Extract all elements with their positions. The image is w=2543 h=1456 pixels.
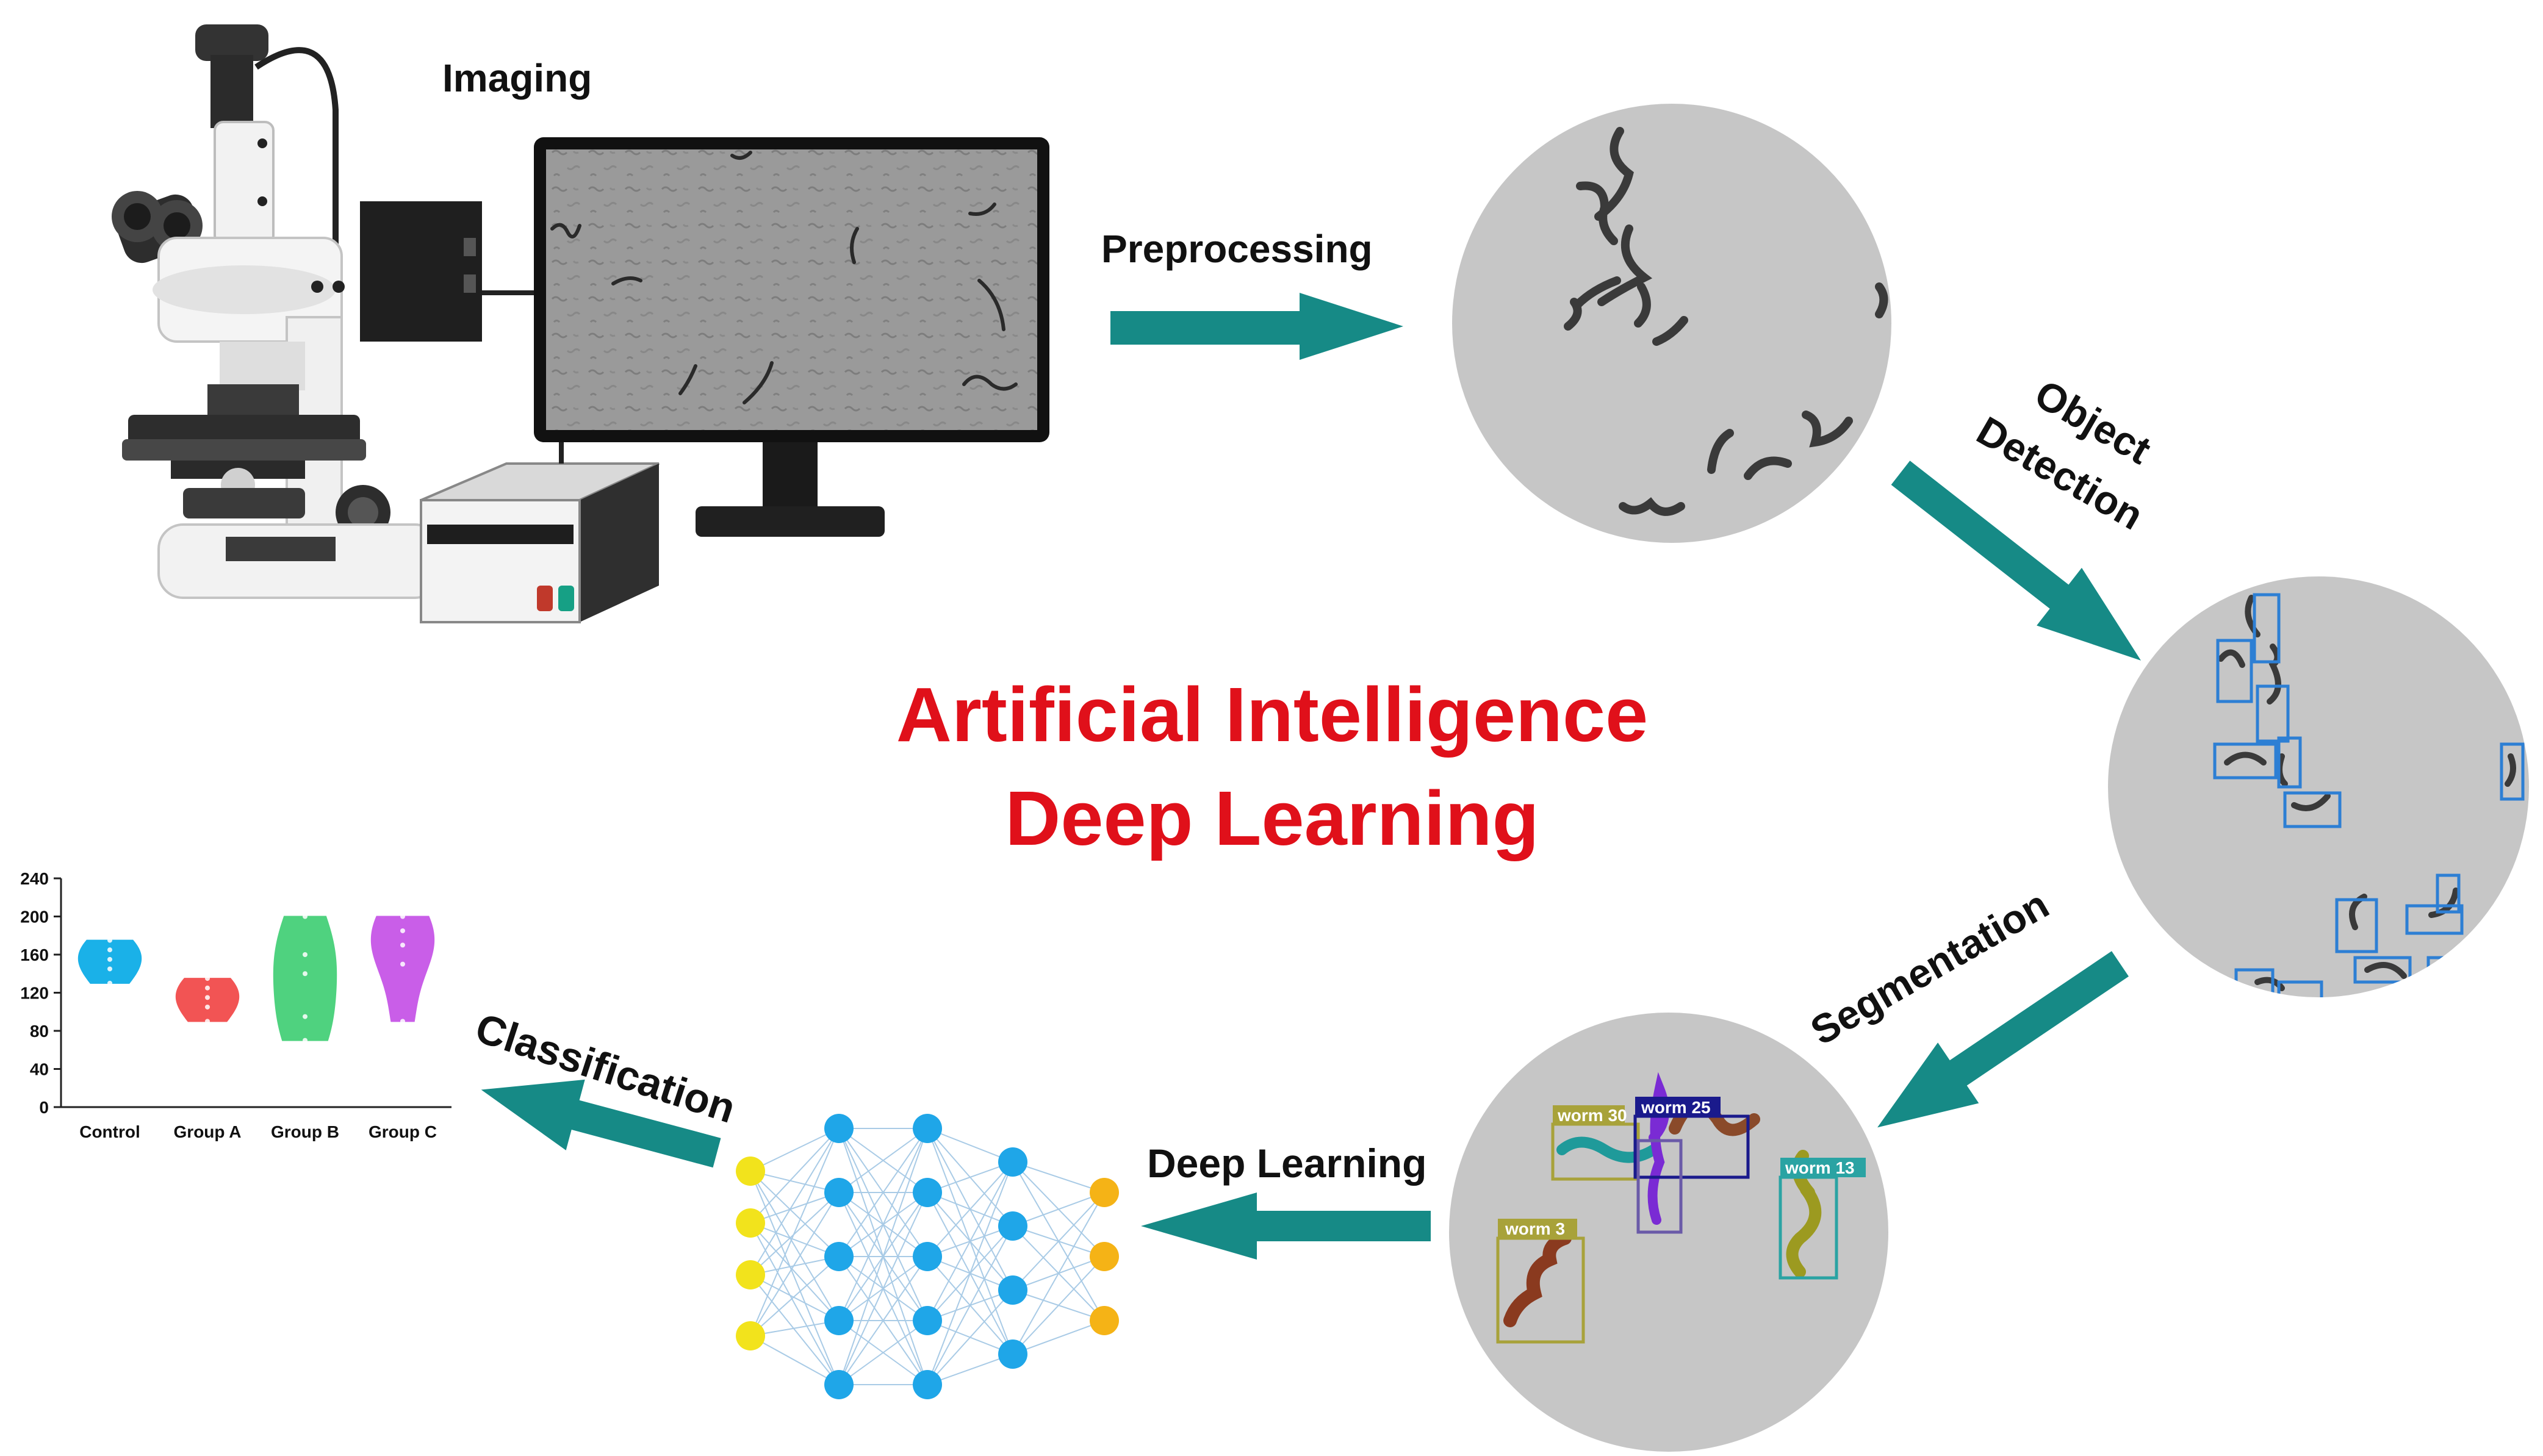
chart-ytick-label-40: 40 xyxy=(30,1060,49,1079)
monitor-icon xyxy=(534,137,1049,537)
nn-node-1-4 xyxy=(824,1370,854,1399)
nn-node-0-0 xyxy=(736,1157,765,1186)
nn-node-3-0 xyxy=(998,1147,1027,1177)
seg-tag-worm-13: worm 13 xyxy=(1785,1158,1855,1177)
violin-point-2-3 xyxy=(303,952,308,957)
nn-node-2-4 xyxy=(913,1370,942,1399)
violin-point-0-1 xyxy=(107,966,112,972)
nn-node-2-0 xyxy=(913,1114,942,1143)
chart-xtick-label-2: Group B xyxy=(271,1122,339,1141)
nn-node-1-1 xyxy=(824,1178,854,1207)
nn-node-4-2 xyxy=(1090,1306,1119,1335)
nn-node-3-1 xyxy=(998,1211,1027,1241)
violin-point-0-2 xyxy=(107,956,112,962)
arrow-preprocessing xyxy=(1110,293,1403,360)
violin-point-3-2 xyxy=(400,942,405,948)
violin-point-1-1 xyxy=(205,1004,210,1010)
nn-node-1-2 xyxy=(824,1242,854,1271)
violin-point-2-4 xyxy=(303,914,308,919)
violin-point-3-4 xyxy=(400,914,405,919)
violin-chart: 0 40 80 120 160 200 240 Control Group A Group B G… xyxy=(20,869,451,1141)
chart-ytick-label-0: 0 xyxy=(39,1098,49,1117)
segmentation-dish: worm 30 worm 25 worm 13 worm 3 xyxy=(1449,1013,1888,1452)
violin-point-1-2 xyxy=(205,995,210,1000)
controller-box-icon xyxy=(420,427,660,623)
neural-network-icon xyxy=(736,1114,1119,1399)
violin-group-b xyxy=(273,916,337,1041)
label-preprocessing: Preprocessing xyxy=(1101,227,1373,271)
seg-tag-worm-30: worm 30 xyxy=(1557,1106,1627,1125)
nn-node-3-3 xyxy=(998,1339,1027,1369)
title-line-1: Artificial Intelligence xyxy=(896,672,1648,758)
chart-ytick-label-160: 160 xyxy=(20,945,49,964)
arrow-classification xyxy=(481,1079,721,1168)
violin-point-2-0 xyxy=(303,1038,308,1043)
nn-node-2-1 xyxy=(913,1178,942,1207)
chart-xtick-label-0: Control xyxy=(79,1122,140,1141)
nn-node-1-3 xyxy=(824,1306,854,1335)
violin-point-3-3 xyxy=(400,928,405,933)
chart-xtick-label-1: Group A xyxy=(174,1122,242,1141)
violin-point-3-1 xyxy=(400,961,405,967)
violin-point-0-3 xyxy=(107,947,112,953)
nn-node-3-2 xyxy=(998,1275,1027,1305)
nn-node-0-1 xyxy=(736,1208,765,1238)
seg-tag-worm-3: worm 3 xyxy=(1505,1219,1565,1238)
chart-ytick-label-240: 240 xyxy=(20,869,49,888)
violin-point-3-0 xyxy=(400,1019,405,1024)
title-line-2: Deep Learning xyxy=(1005,775,1539,861)
nn-node-0-3 xyxy=(736,1321,765,1350)
violin-point-1-0 xyxy=(205,1019,210,1024)
violin-point-1-4 xyxy=(205,976,210,981)
arrow-segmentation xyxy=(1877,951,2129,1128)
nn-node-4-0 xyxy=(1090,1178,1119,1207)
label-deep-learning: Deep Learning xyxy=(1147,1141,1426,1186)
nn-node-4-1 xyxy=(1090,1242,1119,1271)
microscope-icon xyxy=(112,24,537,599)
violin-group-c xyxy=(370,916,435,1022)
violin-point-2-1 xyxy=(303,1014,308,1019)
object-detection-dish xyxy=(2108,576,2529,997)
violin-point-0-4 xyxy=(107,938,112,943)
violin-point-0-0 xyxy=(107,980,112,986)
violin-point-2-2 xyxy=(303,971,308,977)
chart-ytick-label-200: 200 xyxy=(20,908,49,927)
arrow-object-detection xyxy=(1891,461,2142,661)
nn-node-0-2 xyxy=(736,1260,765,1289)
arrow-deep-learning xyxy=(1141,1192,1431,1260)
nn-node-1-0 xyxy=(824,1114,854,1143)
nn-node-2-2 xyxy=(913,1242,942,1271)
violin-point-1-3 xyxy=(205,985,210,991)
chart-ytick-label-80: 80 xyxy=(30,1022,49,1041)
preprocessed-dish xyxy=(1452,104,1891,543)
label-imaging: Imaging xyxy=(442,56,592,100)
chart-xtick-label-3: Group C xyxy=(369,1122,437,1141)
nn-node-2-3 xyxy=(913,1306,942,1335)
seg-tag-worm-25: worm 25 xyxy=(1641,1098,1711,1117)
chart-ytick-label-120: 120 xyxy=(20,984,49,1003)
